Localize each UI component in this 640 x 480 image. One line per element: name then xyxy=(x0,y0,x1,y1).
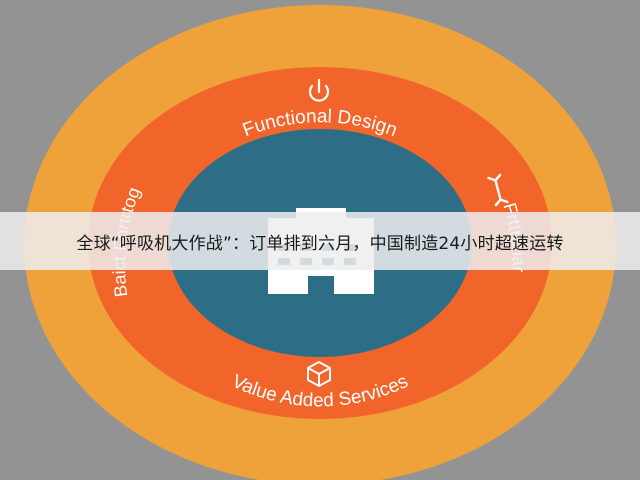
caption-banner: 全球“呼吸机大作战”：订单排到六月，中国制造24小时超速运转 xyxy=(0,212,640,270)
box-icon xyxy=(307,361,331,387)
caption-text: 全球“呼吸机大作战”：订单排到六月，中国制造24小时超速运转 xyxy=(76,233,564,254)
power-icon xyxy=(308,78,330,102)
wrench-icon xyxy=(487,173,509,207)
